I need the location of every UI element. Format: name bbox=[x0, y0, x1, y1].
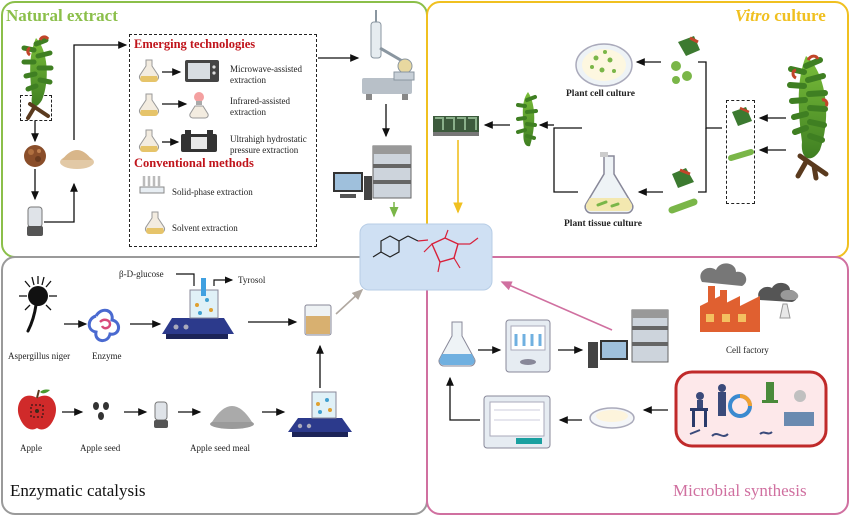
natural-extract-title: Natural extract bbox=[6, 6, 118, 25]
methods-dashed-box bbox=[129, 34, 317, 247]
enzyme-icon bbox=[87, 308, 120, 342]
microwave-icon bbox=[185, 60, 219, 82]
petri-dish-icon bbox=[575, 43, 633, 87]
microwave-extraction-label: Microwave-assisted extraction bbox=[230, 64, 302, 85]
solvent-extraction-label: Solvent extraction bbox=[172, 223, 238, 233]
tissue-explant-icon bbox=[668, 168, 698, 214]
stirrer-beaker-2-icon bbox=[288, 391, 352, 437]
pressure-device-icon bbox=[181, 130, 217, 152]
powder-pile-icon bbox=[24, 145, 46, 167]
apple-label: Apple bbox=[20, 443, 42, 453]
microbial-synthesis-panel bbox=[426, 256, 849, 515]
enzyme-label: Enzyme bbox=[92, 351, 122, 361]
erlenmeyer-flask-icon bbox=[584, 152, 634, 214]
stirrer-beaker-icon bbox=[162, 278, 234, 339]
plant-cell-culture-label: Plant cell culture bbox=[566, 89, 635, 99]
greenhouse-trays-icon bbox=[433, 116, 479, 136]
vitro-culture-title: Vitro culture bbox=[735, 6, 826, 26]
plant-tissue-culture-label: Plant tissue culture bbox=[564, 219, 642, 229]
microbial-synthesis-title: Microbial synthesis bbox=[673, 481, 807, 500]
flask-icon bbox=[138, 93, 160, 116]
glucose-label: β-D-glucose bbox=[119, 269, 164, 279]
enzymatic-catalysis-title: Enzymatic catalysis bbox=[10, 481, 146, 500]
rotary-evaporator-icon bbox=[362, 10, 415, 100]
callus-explant-icon bbox=[671, 36, 700, 84]
infrared-extraction-label: Infrared-assisted extraction bbox=[230, 96, 290, 117]
uhp-extraction-label: Ultrahigh hydrostatic pressure extractio… bbox=[230, 134, 307, 155]
flask-icon bbox=[138, 59, 160, 82]
blender-icon bbox=[27, 206, 43, 236]
vitro-culture-title-rest: culture bbox=[769, 6, 826, 25]
flask-icon bbox=[144, 211, 166, 234]
shaker-incubator-icon bbox=[505, 319, 551, 373]
product-beaker-icon bbox=[304, 304, 332, 336]
culture-plate-icon bbox=[589, 407, 635, 429]
factory-icon bbox=[700, 263, 799, 332]
culture-flask-icon bbox=[438, 321, 476, 367]
seedling-plant-icon bbox=[516, 92, 538, 147]
mature-plant-icon bbox=[787, 54, 829, 181]
flask-icon bbox=[138, 129, 160, 152]
explant-segment-icon bbox=[728, 106, 754, 161]
conventional-methods-heading: Conventional methods bbox=[134, 156, 254, 170]
apple-icon bbox=[17, 389, 57, 430]
incubator-icon bbox=[483, 395, 551, 449]
solid-phase-rack-icon bbox=[139, 176, 165, 194]
hplc-instrument-2-icon bbox=[588, 309, 669, 368]
hplc-instrument-icon bbox=[333, 145, 412, 200]
aspergillus-label: Aspergillus niger bbox=[8, 351, 71, 361]
infrared-bulb-icon bbox=[189, 92, 209, 119]
cell-factory-lab-icon bbox=[674, 370, 828, 448]
grinder-icon bbox=[154, 401, 168, 428]
apple-seeds-icon bbox=[93, 402, 109, 420]
plant-icon bbox=[21, 35, 54, 120]
explant-dashed-box bbox=[726, 100, 755, 204]
solid-phase-extraction-label: Solid-phase extraction bbox=[172, 187, 253, 197]
vitro-culture-title-em: Vitro bbox=[735, 6, 770, 25]
seed-meal-pile-icon bbox=[210, 406, 254, 429]
tyrosol-label: Tyrosol bbox=[238, 275, 266, 285]
cell-factory-label: Cell factory bbox=[726, 345, 769, 355]
apple-seed-meal-label: Apple seed meal bbox=[190, 443, 250, 453]
aspergillus-niger-icon bbox=[19, 276, 57, 333]
tyrosol-glucoside-structure bbox=[359, 223, 493, 291]
emerging-technologies-heading: Emerging technologies bbox=[134, 37, 256, 51]
apple-seed-label: Apple seed bbox=[80, 443, 121, 453]
extract-powder-icon bbox=[60, 150, 94, 169]
